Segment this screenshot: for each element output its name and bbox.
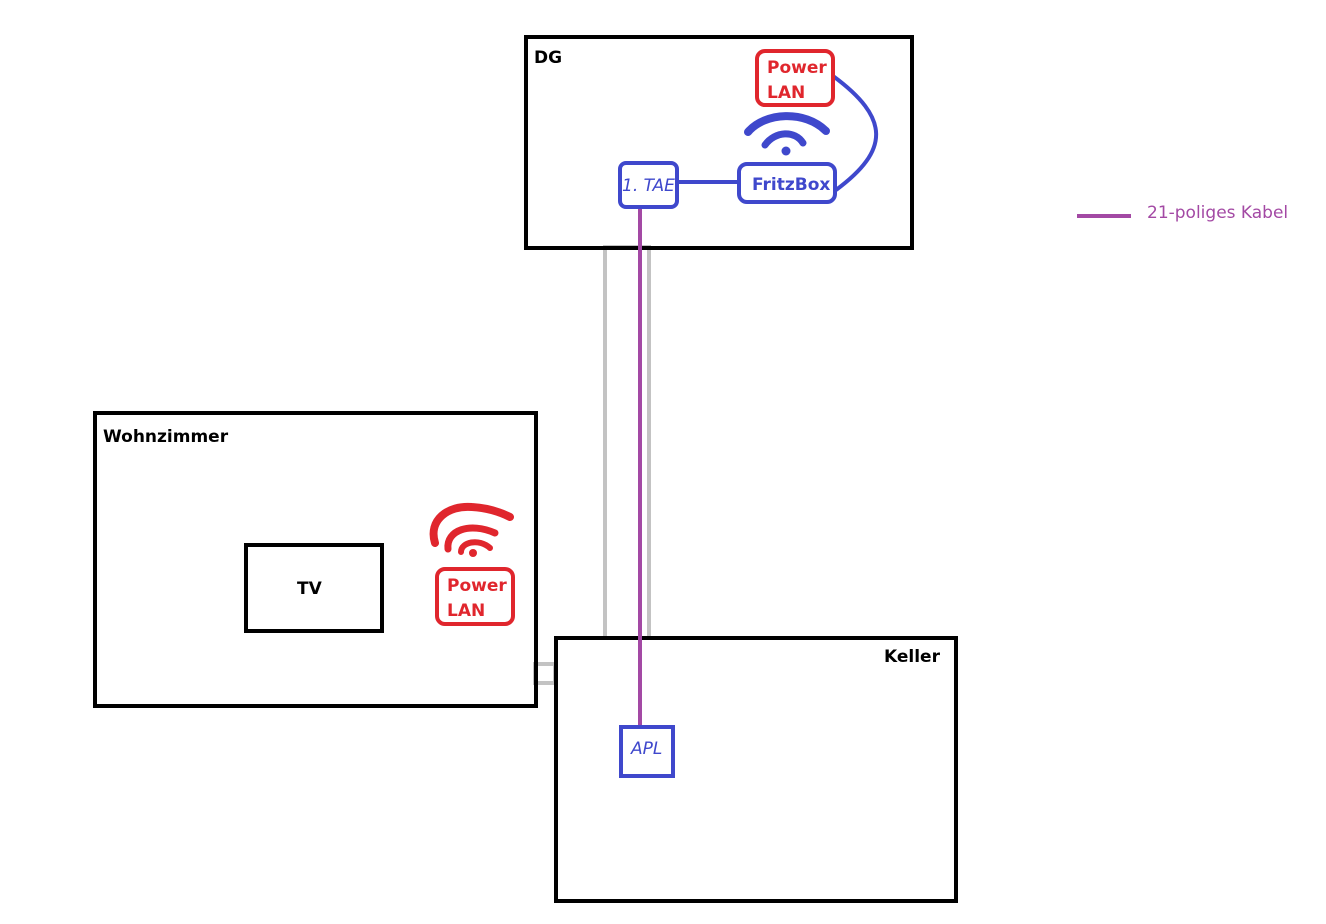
- tae-label: 1. TAE: [622, 176, 675, 196]
- cable-fritzbox-powerlan: [831, 74, 879, 192]
- room-wohnzimmer-label: Wohnzimmer: [103, 427, 229, 447]
- powerlan-dg-line2: LAN: [767, 83, 805, 103]
- powerlan-dg-label: Power LAN: [767, 58, 833, 103]
- wifi-icon: [429, 502, 514, 557]
- tae-box: [618, 161, 679, 209]
- fritzbox-label: FritzBox: [752, 175, 830, 195]
- powerlan-wz-line1: Power: [447, 576, 507, 596]
- legend: 21-poliges Kabel: [1077, 203, 1288, 223]
- fritzbox-box: [737, 162, 837, 204]
- powerlan-dg-line1: Power: [767, 58, 827, 78]
- room-keller: [554, 636, 958, 903]
- powerlan-wz-line2: LAN: [447, 601, 485, 621]
- powerlan-dg-box: [755, 49, 835, 107]
- room-wohnzimmer: [93, 411, 538, 708]
- tv-box: [244, 543, 384, 633]
- tv-label: TV: [297, 579, 323, 599]
- wifi-icon: [744, 112, 830, 156]
- room-dg: [524, 35, 914, 250]
- legend-cable-label: 21-poliges Kabel: [1147, 203, 1288, 223]
- room-keller-label: Keller: [884, 647, 941, 667]
- apl-box: [619, 725, 675, 778]
- room-dg-label: DG: [534, 48, 562, 68]
- cable-conduit: [603, 245, 651, 640]
- apl-label: APL: [630, 739, 662, 759]
- powerlan-wz-label: Power LAN: [447, 576, 513, 621]
- powerlan-wz-box: [435, 567, 515, 626]
